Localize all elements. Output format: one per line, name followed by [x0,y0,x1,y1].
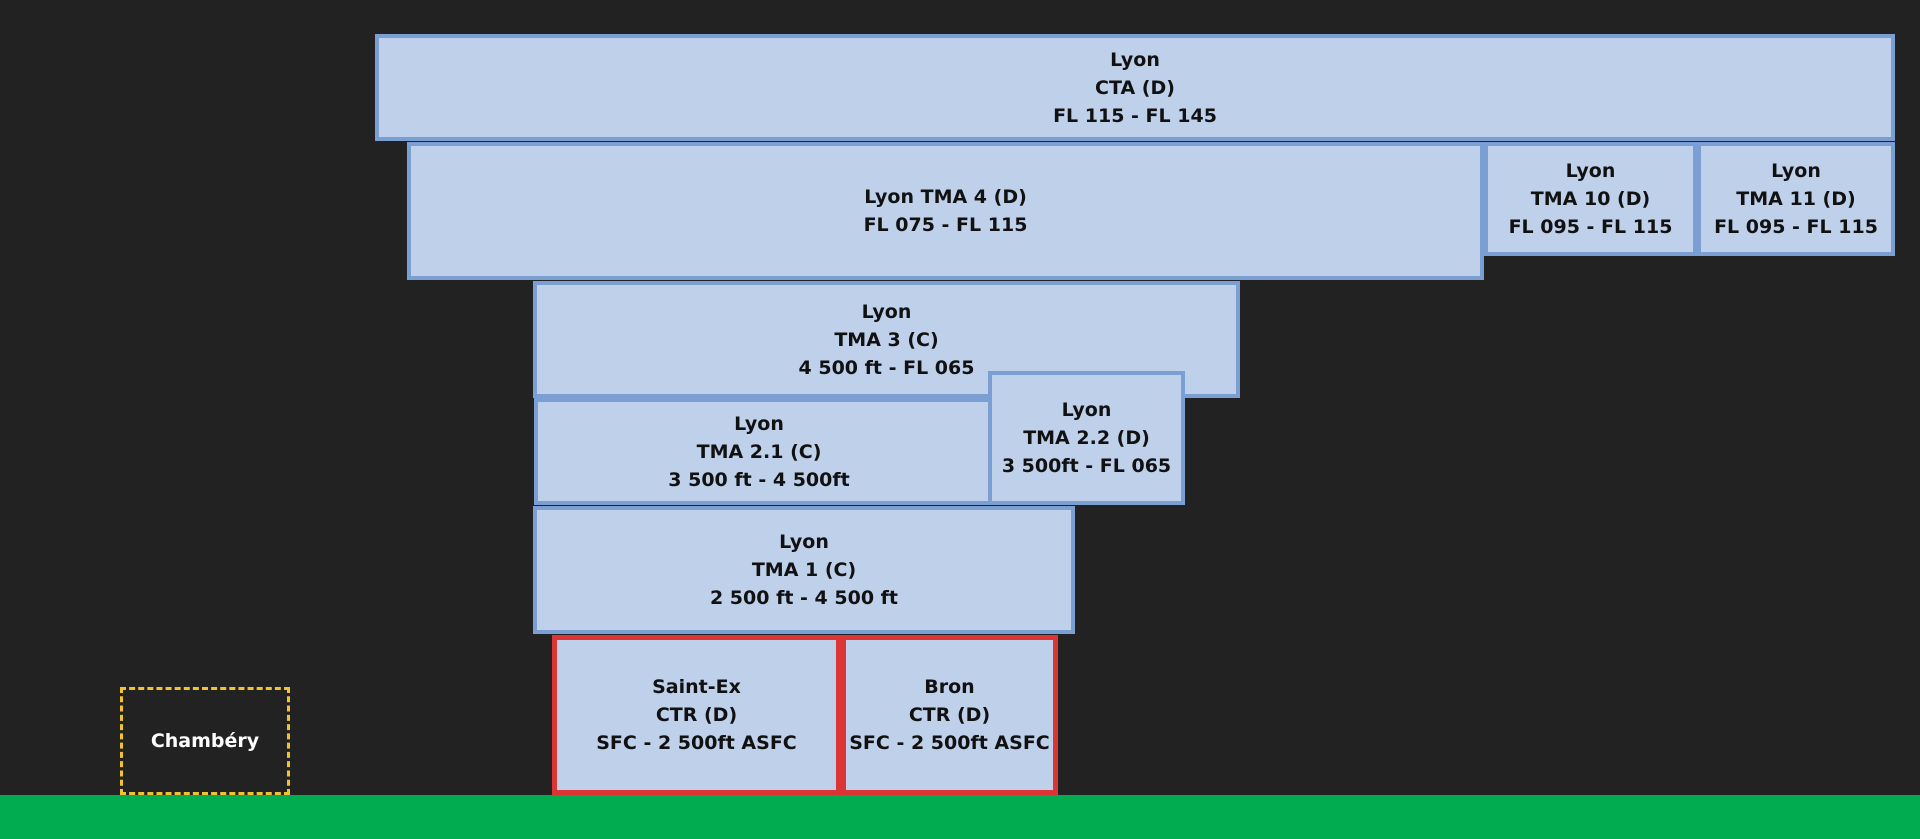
zone-lyon-tma-2-2: Lyon TMA 2.2 (D) 3 500ft - FL 065 [988,371,1185,505]
zone-name: Lyon [1771,160,1821,182]
zone-lyon-tma-4: Lyon TMA 4 (D) FL 075 - FL 115 [407,142,1484,280]
zone-name: Lyon [734,412,784,435]
zone-bron-ctr: Bron CTR (D) SFC - 2 500ft ASFC [841,635,1058,795]
zone-name: Lyon [1565,160,1616,182]
zone-class: TMA 10 (D) [1530,188,1651,210]
zone-limits: 3 500 ft - 4 500ft [668,468,850,491]
zone-lyon-tma-2-1: Lyon TMA 2.1 (C) 3 500 ft - 4 500ft [534,398,994,505]
zone-name: Lyon [779,531,829,553]
zone-lyon-tma-10: Lyon TMA 10 (D) FL 095 - FL 115 [1484,142,1697,256]
zone-class: CTR (D) [655,704,738,726]
zone-limits: 4 500 ft - FL 065 [798,356,975,379]
zone-name: Saint-Ex [652,676,741,698]
zone-limits: SFC - 2 500ft ASFC [596,732,797,754]
zone-limits: FL 115 - FL 145 [1053,104,1217,127]
zone-class: TMA 2.2 (D) [1023,427,1150,449]
zone-lyon-tma-1: Lyon TMA 1 (C) 2 500 ft - 4 500 ft [533,506,1075,634]
zone-class: CTR (D) [908,704,991,726]
zone-name: Bron [924,676,975,698]
zone-limits: FL 075 - FL 115 [863,214,1028,236]
zone-saint-ex-ctr: Saint-Ex CTR (D) SFC - 2 500ft ASFC [552,635,841,795]
zone-class: TMA 1 (C) [751,559,857,581]
zone-lyon-tma-11: Lyon TMA 11 (D) FL 095 - FL 115 [1697,142,1895,256]
zone-name: Lyon [1061,399,1112,421]
ground-bar [0,795,1920,839]
zone-limits: FL 095 - FL 115 [1714,216,1878,238]
zone-chambery: Chambéry [120,687,290,795]
zone-name: Lyon [1110,48,1160,71]
zone-limits: 2 500 ft - 4 500 ft [709,587,899,609]
zone-lyon-cta: Lyon CTA (D) FL 115 - FL 145 [375,34,1895,141]
zone-class: TMA 3 (C) [834,328,939,351]
zone-name: Chambéry [150,730,260,752]
zone-limits: 3 500ft - FL 065 [1001,455,1172,477]
zone-class: TMA 11 (D) [1736,188,1856,210]
zone-name: Lyon [861,300,912,323]
zone-limits: FL 095 - FL 115 [1508,216,1673,238]
zone-class: CTA (D) [1095,76,1175,99]
zone-lyon-tma-3: Lyon TMA 3 (C) 4 500 ft - FL 065 [533,281,1240,398]
zone-name: Lyon TMA 4 (D) [864,186,1027,208]
zone-limits: SFC - 2 500ft ASFC [849,732,1050,754]
zone-class: TMA 2.1 (C) [696,440,822,463]
